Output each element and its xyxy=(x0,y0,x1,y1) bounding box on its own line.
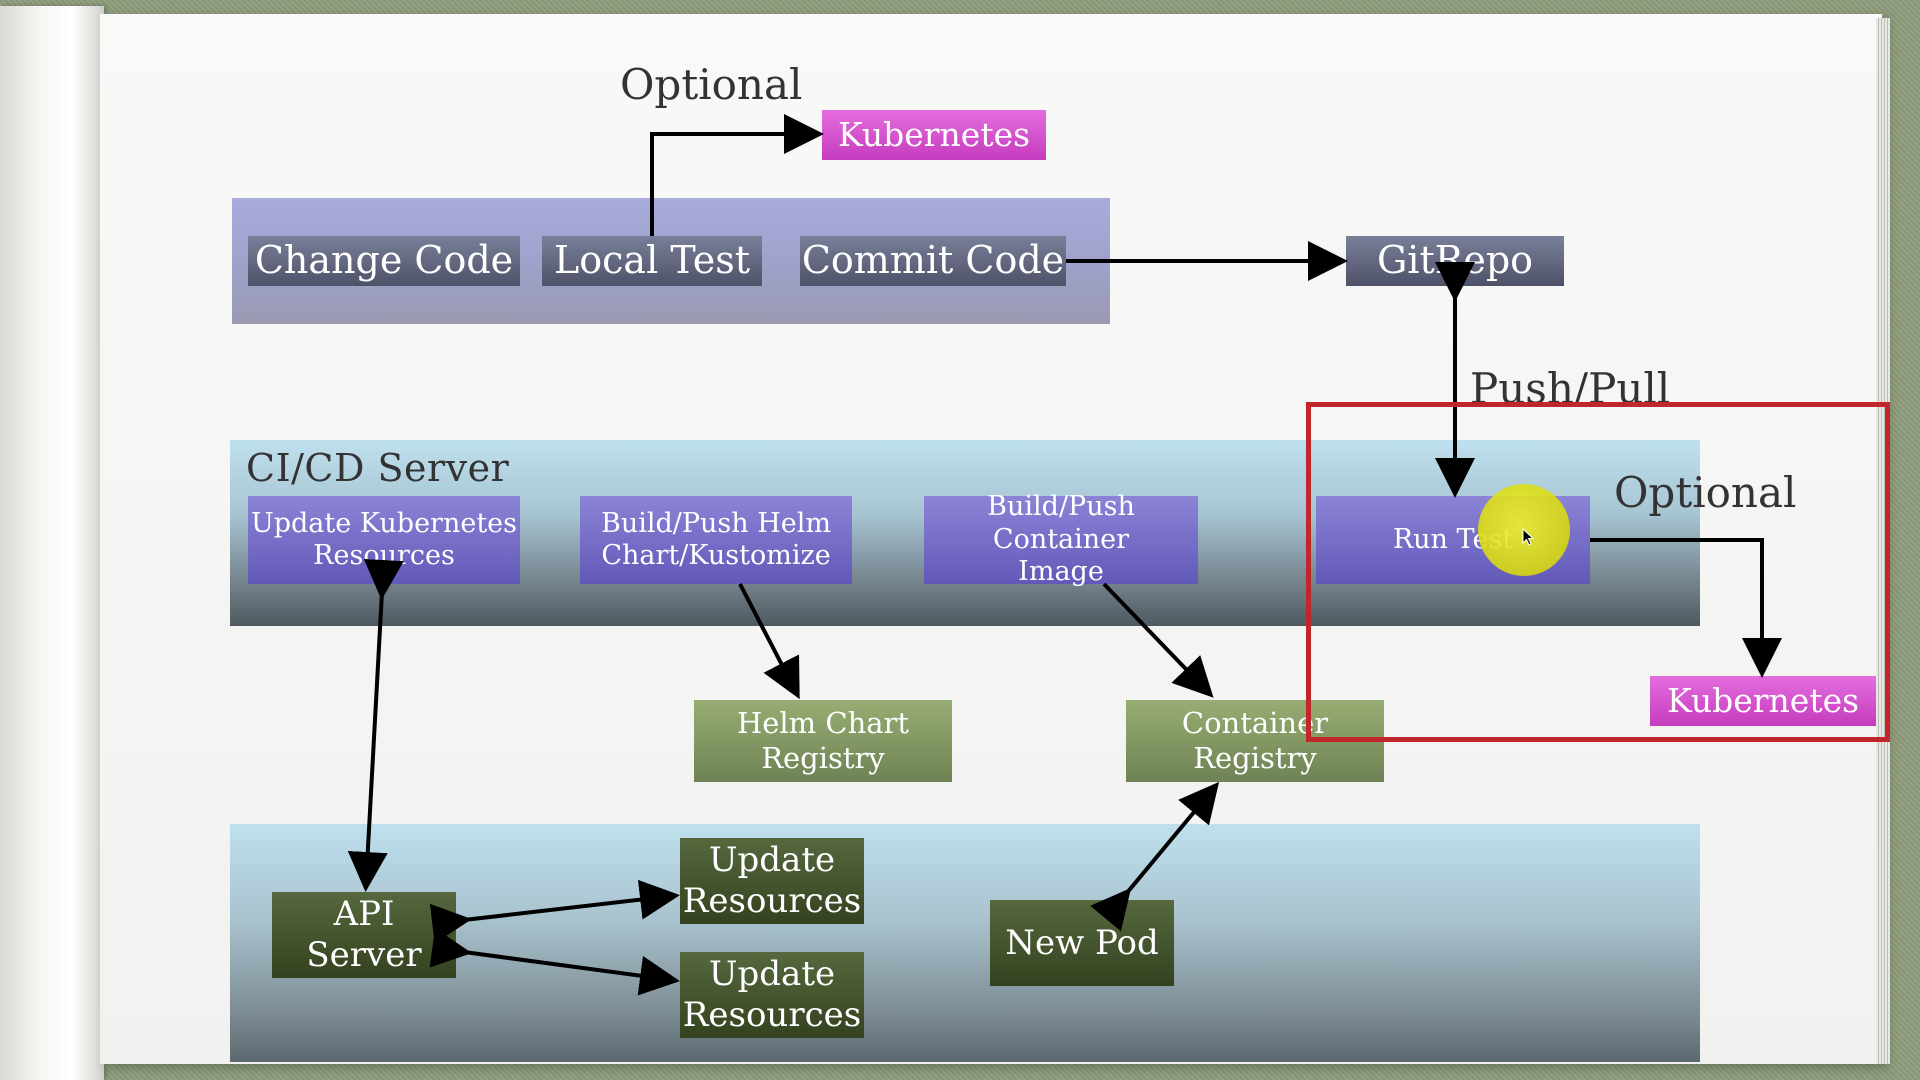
build-helm-line-1: Build/Push Helm xyxy=(600,507,832,539)
build-container-line-1: Build/Push Container xyxy=(987,491,1135,555)
arrow-api-update2 xyxy=(429,927,680,996)
update-resources-box-1: Update Resources xyxy=(680,838,864,924)
update-resources-1-line-1: Update xyxy=(708,840,836,881)
update-resources-2-line-1: Update xyxy=(708,954,836,995)
api-server-box: API Server xyxy=(272,892,456,978)
build-container-line-2: Image xyxy=(1018,556,1104,588)
update-kubernetes-line-1: Update Kubernetes xyxy=(250,507,518,539)
container-registry-box: Container Registry xyxy=(1126,700,1384,782)
helm-chart-registry-box: Helm Chart Registry xyxy=(694,700,952,782)
arrow-updatek8s-apiserver xyxy=(347,558,404,892)
build-push-container-box: Build/Push Container Image xyxy=(924,491,1198,587)
arrow-newpod-registry xyxy=(1090,781,1220,932)
change-code-box: Change Code xyxy=(248,236,520,286)
build-helm-line-2: Chart/Kustomize xyxy=(601,540,831,571)
optional-label-top: Optional xyxy=(620,60,803,109)
local-test-box: Local Test xyxy=(542,236,762,286)
book-left-page xyxy=(0,6,104,1080)
arrow-api-update1 xyxy=(429,879,680,944)
helm-registry-line-2: Registry xyxy=(761,741,885,775)
arrow-container-to-registry xyxy=(1102,582,1214,698)
optional-label-right: Optional xyxy=(1614,468,1797,517)
kubernetes-box-top: Kubernetes xyxy=(822,110,1046,160)
book-page-edges xyxy=(1876,18,1890,1064)
update-resources-1-line-2: Resources xyxy=(682,881,862,921)
arrow-localtest-to-kubernetes xyxy=(650,114,824,236)
arrow-runtest-to-kubernetes xyxy=(1590,538,1782,678)
build-push-helm-box: Build/Push Helm Chart/Kustomize xyxy=(580,496,852,584)
update-resources-2-line-2: Resources xyxy=(682,995,862,1035)
helm-registry-line-1: Helm Chart xyxy=(736,706,910,741)
commit-code-box: Commit Code xyxy=(800,236,1066,286)
arrow-helm-to-registry xyxy=(738,583,800,700)
kubernetes-box-right: Kubernetes xyxy=(1650,676,1876,726)
mouse-pointer-icon xyxy=(1522,528,1535,546)
cicd-server-title: CI/CD Server xyxy=(246,446,510,490)
update-resources-box-2: Update Resources xyxy=(680,952,864,1038)
